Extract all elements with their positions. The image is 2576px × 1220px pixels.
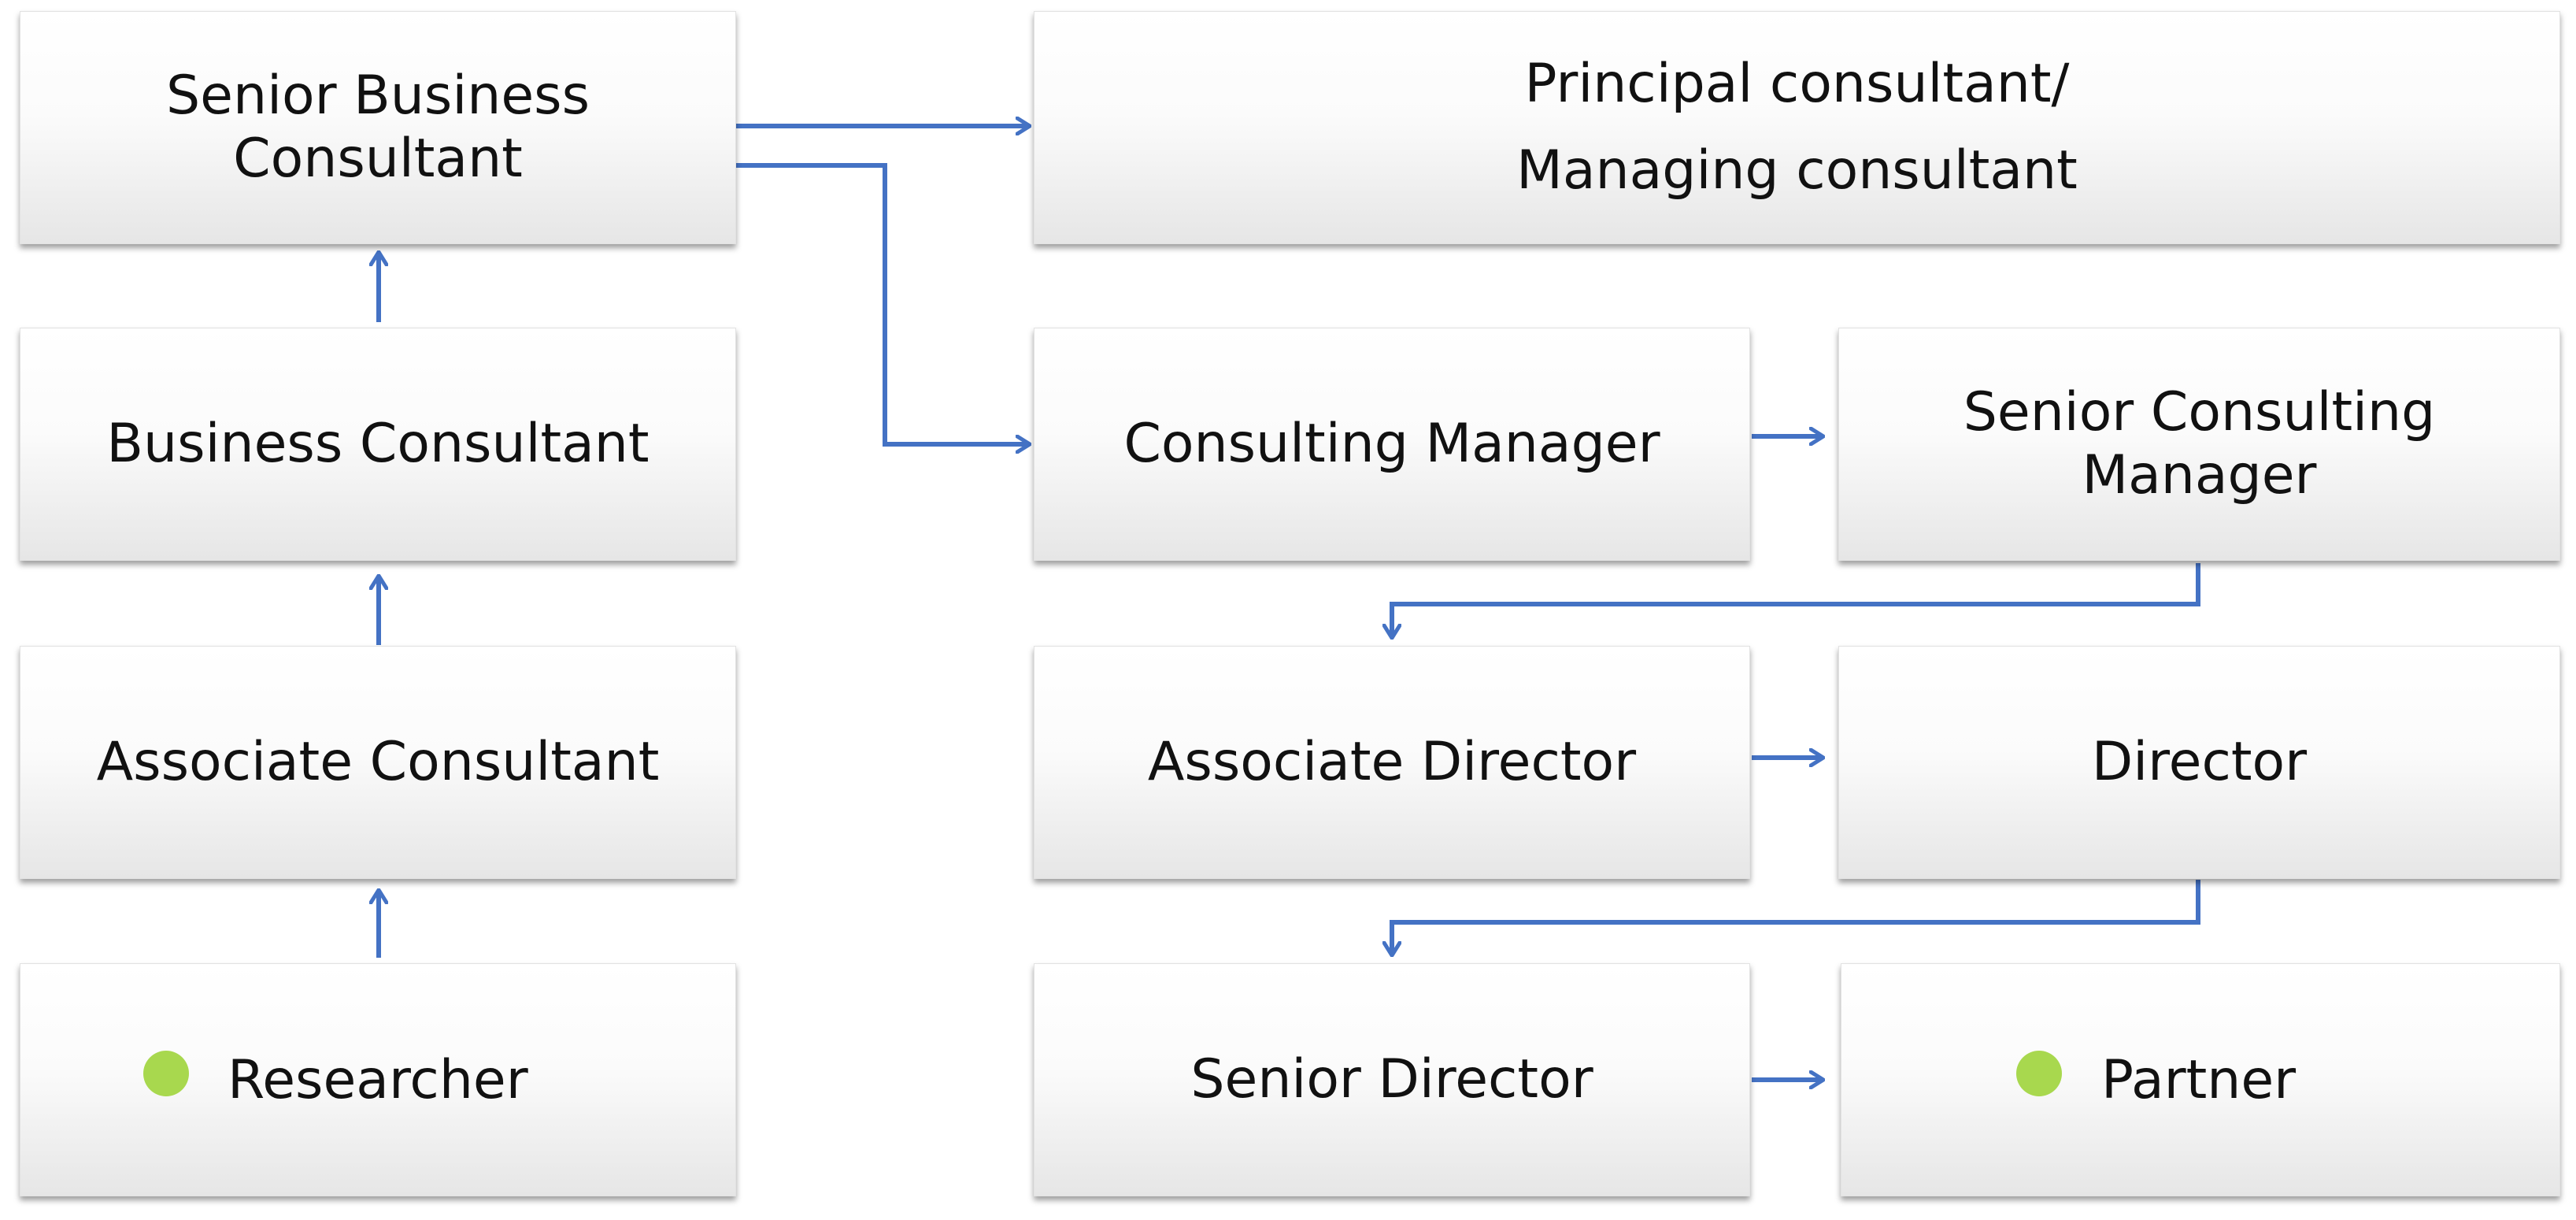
node-associate-consultant: Associate Consultant xyxy=(20,646,736,879)
node-label: Business Consultant xyxy=(106,413,650,475)
arrow-senior-consulting-manager-to-associate-director xyxy=(1392,563,2200,638)
node-label: Associate Director xyxy=(1147,731,1637,793)
node-senior-business-consultant: Senior Business Consultant xyxy=(20,11,736,244)
node-label: Director xyxy=(2091,731,2308,793)
node-senior-consulting-manager: Senior Consulting Manager xyxy=(1838,328,2560,561)
node-researcher: Researcher xyxy=(20,963,736,1196)
node-consulting-manager: Consulting Manager xyxy=(1034,328,1750,561)
node-principal-managing-consultant: Principal consultant/ Managing consultan… xyxy=(1034,11,2560,244)
node-label: Associate Consultant xyxy=(96,731,660,793)
highlight-marker-dot xyxy=(143,1051,189,1096)
node-label: Principal consultant/ Managing consultan… xyxy=(1516,53,2078,202)
node-label: Partner xyxy=(2101,1049,2297,1111)
node-label: Senior Director xyxy=(1190,1048,1593,1111)
node-senior-director: Senior Director xyxy=(1034,963,1750,1196)
node-label: Researcher xyxy=(228,1049,528,1111)
highlight-marker-dot xyxy=(2016,1051,2062,1096)
node-label: Senior Consulting Manager xyxy=(1963,381,2436,506)
arrow-director-to-senior-director xyxy=(1392,880,2200,955)
node-business-consultant: Business Consultant xyxy=(20,328,736,561)
node-label: Consulting Manager xyxy=(1123,413,1660,475)
node-director: Director xyxy=(1838,646,2560,879)
arrow-senior-business-to-consulting-manager xyxy=(736,163,1030,444)
node-label: Senior Business Consultant xyxy=(165,65,590,190)
node-partner: Partner xyxy=(1841,963,2560,1196)
node-associate-director: Associate Director xyxy=(1034,646,1750,879)
